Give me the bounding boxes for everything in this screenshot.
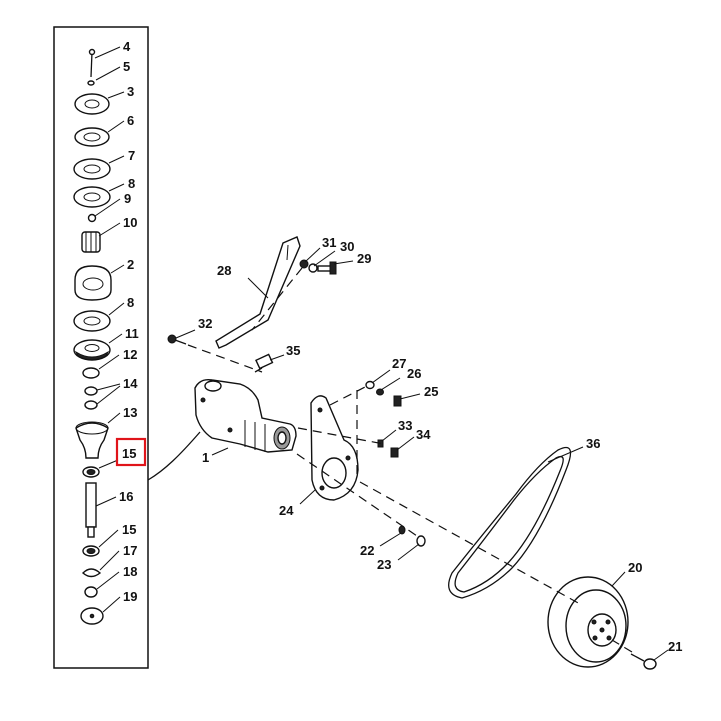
part-oring-12[interactable] bbox=[82, 367, 100, 379]
callout-6: 6 bbox=[127, 113, 134, 128]
callout-4: 4 bbox=[123, 39, 131, 54]
callout-8-top: 8 bbox=[128, 176, 135, 191]
callout-28: 28 bbox=[217, 263, 231, 278]
callout-26: 26 bbox=[407, 366, 421, 381]
callout-5: 5 bbox=[123, 59, 130, 74]
callout-8-lower: 8 bbox=[127, 295, 134, 310]
part-gasket-6[interactable] bbox=[74, 127, 110, 147]
frame-connector-line bbox=[147, 431, 201, 481]
callout-34: 34 bbox=[416, 427, 431, 442]
callout-25: 25 bbox=[424, 384, 438, 399]
callout-33: 33 bbox=[398, 418, 412, 433]
part-pump-1[interactable] bbox=[194, 378, 297, 453]
callout-3: 3 bbox=[127, 84, 134, 99]
part-plate-24[interactable] bbox=[310, 395, 359, 501]
exploded-view-frame bbox=[53, 26, 149, 669]
part-impeller-10[interactable] bbox=[81, 231, 101, 253]
part-bracket-28[interactable] bbox=[215, 236, 301, 349]
part-orings-14[interactable] bbox=[84, 386, 98, 410]
part-ball-9[interactable] bbox=[87, 213, 97, 223]
callout-31: 31 bbox=[322, 235, 336, 250]
callout-19: 19 bbox=[123, 589, 137, 604]
part-belt-36[interactable] bbox=[448, 446, 572, 599]
part-washer-5[interactable] bbox=[87, 80, 95, 86]
part-gasket-8-top[interactable] bbox=[73, 186, 111, 208]
leader-lines-stack bbox=[94, 46, 125, 613]
callout-10: 10 bbox=[123, 215, 137, 230]
part-hub-19[interactable] bbox=[80, 607, 104, 625]
callout-27: 27 bbox=[392, 356, 406, 371]
callout-18: 18 bbox=[123, 564, 137, 579]
part-hardware-31-30-29[interactable] bbox=[299, 259, 337, 275]
part-cover-13[interactable] bbox=[75, 421, 109, 459]
callout-14: 14 bbox=[123, 376, 138, 391]
callout-35: 35 bbox=[286, 343, 300, 358]
callout-23: 23 bbox=[377, 557, 391, 572]
part-bolt-21[interactable] bbox=[630, 653, 657, 670]
callout-20: 20 bbox=[628, 560, 642, 575]
part-gasket-8-lower[interactable] bbox=[73, 310, 111, 332]
callout-2: 2 bbox=[127, 257, 134, 272]
callout-15-highlighted: 15 bbox=[122, 446, 136, 461]
part-hardware-22-23[interactable] bbox=[398, 525, 426, 547]
part-hardware-27-26-25[interactable] bbox=[365, 380, 402, 407]
part-fitting-35[interactable] bbox=[254, 353, 274, 373]
callout-30: 30 bbox=[340, 239, 354, 254]
callout-1: 1 bbox=[202, 450, 209, 465]
callout-15-lower: 15 bbox=[122, 522, 136, 537]
callout-17: 17 bbox=[123, 543, 137, 558]
part-housing-2[interactable] bbox=[74, 265, 112, 301]
assembly-dash-lines bbox=[187, 267, 633, 653]
callout-13: 13 bbox=[123, 405, 137, 420]
callout-12: 12 bbox=[123, 347, 137, 362]
part-seal-15-top[interactable] bbox=[82, 466, 100, 478]
part-snapring-17[interactable] bbox=[81, 568, 102, 578]
part-bolt-4[interactable] bbox=[88, 48, 96, 78]
part-seal-15-lower[interactable] bbox=[82, 545, 100, 557]
callout-24: 24 bbox=[279, 503, 294, 518]
part-shaft-16[interactable] bbox=[85, 482, 97, 538]
part-plate-7[interactable] bbox=[73, 158, 111, 180]
callout-21: 21 bbox=[668, 639, 682, 654]
callout-labels: 4 5 3 6 7 8 9 10 2 8 11 12 14 13 15 16 1… bbox=[119, 39, 682, 654]
callout-7: 7 bbox=[128, 148, 135, 163]
part-hardware-33-34[interactable] bbox=[377, 439, 399, 458]
callout-32: 32 bbox=[198, 316, 212, 331]
callout-16: 16 bbox=[119, 489, 133, 504]
part-pulley-20[interactable] bbox=[547, 576, 629, 668]
callout-11: 11 bbox=[125, 326, 139, 341]
part-plate-11[interactable] bbox=[73, 339, 111, 361]
part-washer-18[interactable] bbox=[84, 586, 98, 598]
callout-9: 9 bbox=[124, 191, 131, 206]
part-bolt-32[interactable] bbox=[167, 334, 187, 345]
part-plate-3[interactable] bbox=[74, 93, 110, 115]
highlight-box-15 bbox=[115, 437, 147, 467]
callout-29: 29 bbox=[357, 251, 371, 266]
callout-36: 36 bbox=[586, 436, 600, 451]
callout-22: 22 bbox=[360, 543, 374, 558]
leader-lines-main bbox=[175, 247, 669, 661]
